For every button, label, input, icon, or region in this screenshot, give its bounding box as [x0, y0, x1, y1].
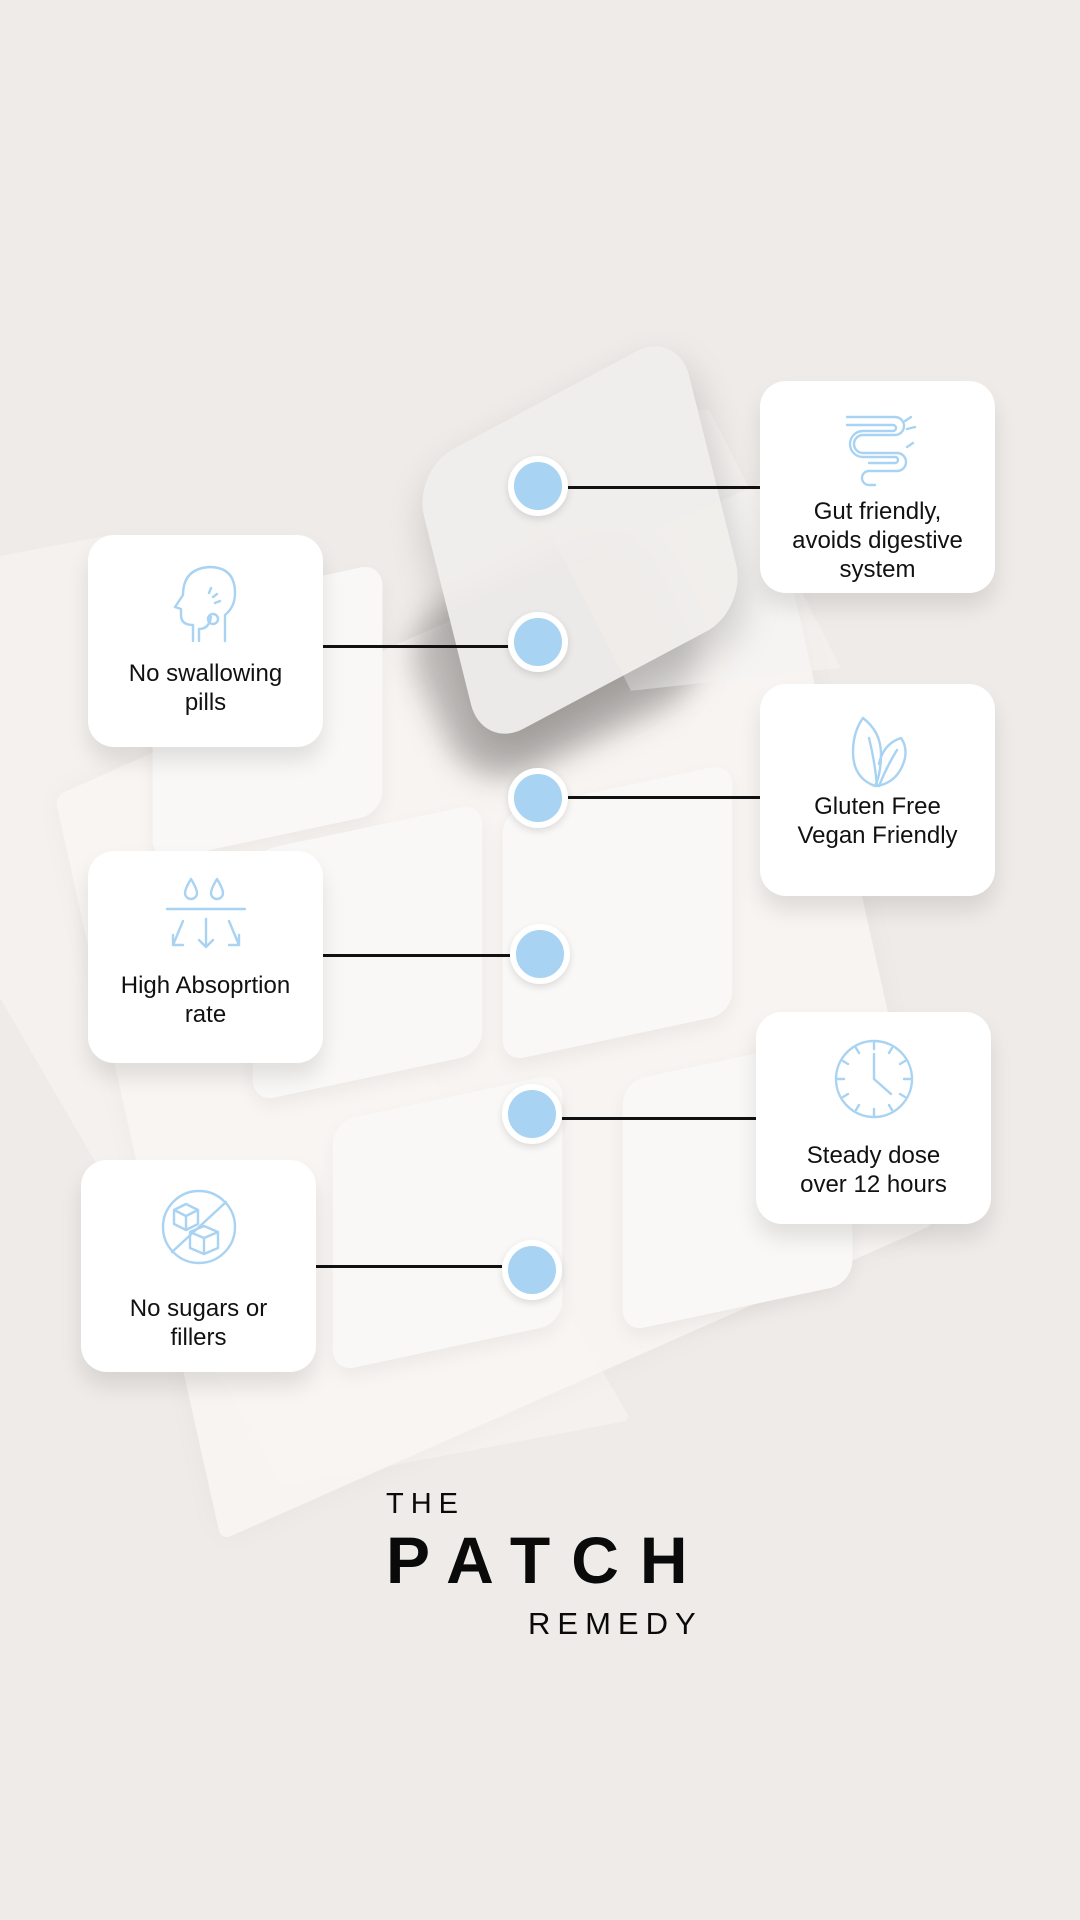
connector-line [568, 482, 781, 493]
feature-dot [502, 1240, 562, 1300]
feature-dot [508, 456, 568, 516]
clock-icon [834, 1039, 913, 1119]
head-swallow-icon [173, 565, 236, 643]
brand-the: THE [386, 1488, 465, 1520]
absorption-drops-icon [165, 877, 246, 949]
brand-logo: THE PATCH REMEDY [386, 1480, 716, 1641]
leaf-icon [851, 716, 907, 788]
connector-line [297, 1261, 502, 1272]
connector-line [302, 641, 508, 652]
brand-remedy: REMEDY [528, 1606, 703, 1641]
feature-dot [508, 768, 568, 828]
feature-dot [502, 1084, 562, 1144]
connector-line [562, 1113, 779, 1124]
connector-line [568, 792, 781, 803]
feature-dot [508, 612, 568, 672]
intestine-icon [845, 415, 916, 487]
brand-patch: PATCH [386, 1523, 709, 1597]
no-sugar-cubes-icon [161, 1189, 236, 1265]
connector-line [305, 950, 510, 961]
feature-dot [510, 924, 570, 984]
